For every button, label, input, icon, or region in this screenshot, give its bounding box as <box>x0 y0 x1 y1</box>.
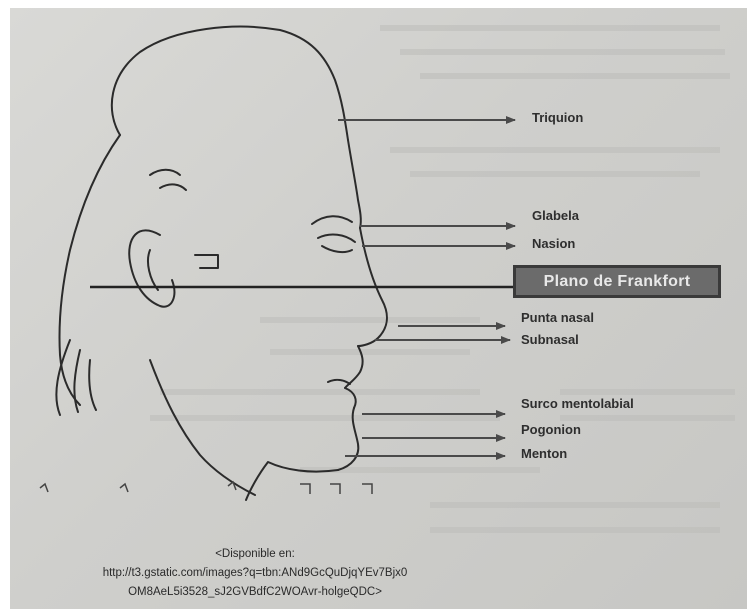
label-pogonion: Pogonion <box>521 422 581 437</box>
caption-line-1: <Disponible en: <box>30 545 480 564</box>
label-nasion: Nasion <box>532 236 575 251</box>
source-caption: <Disponible en: http://t3.gstatic.com/im… <box>30 545 480 602</box>
label-subnasal: Subnasal <box>521 332 579 347</box>
label-glabela: Glabela <box>532 208 579 223</box>
sketch-marks <box>40 482 372 494</box>
head-outline <box>56 27 387 500</box>
caption-line-3: OM8AeL5i3528_sJ2GVBdfC2WOAvr-holgeQDC> <box>30 583 480 602</box>
label-triquion: Triquion <box>532 110 583 125</box>
label-menton: Menton <box>521 446 567 461</box>
label-plano-de-frankfort: Plano de Frankfort <box>513 265 721 298</box>
caption-line-2: http://t3.gstatic.com/images?q=tbn:ANd9G… <box>30 564 480 583</box>
label-surco-mentolabial: Surco mentolabial <box>521 396 634 411</box>
label-punta-nasal: Punta nasal <box>521 310 594 325</box>
